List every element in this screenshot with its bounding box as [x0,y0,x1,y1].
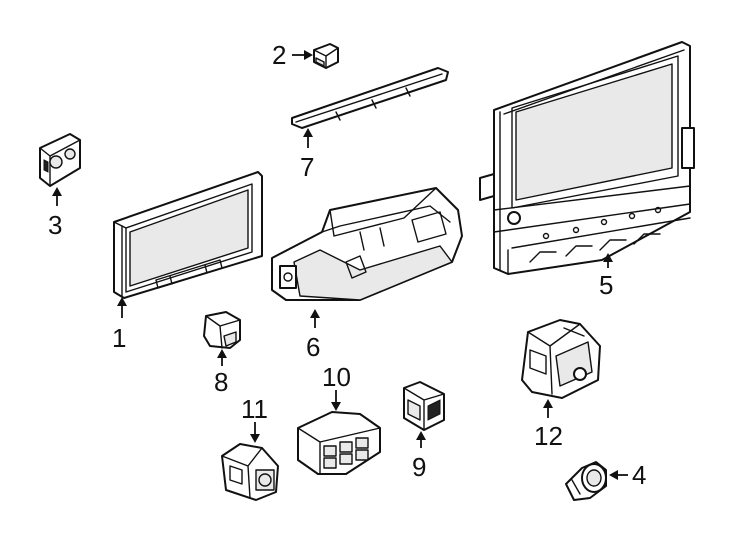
part-9-switch[interactable] [403,381,445,431]
callout-11: 11 [241,394,268,443]
part-4-knob[interactable] [565,461,607,501]
part-3-bracket[interactable] [39,133,81,187]
part-7-trim-strip[interactable] [291,67,449,129]
callout-3-label: 3 [48,210,62,240]
callout-9-label: 9 [412,452,426,482]
part-6-housing[interactable] [271,187,463,301]
callout-12: 12 [534,399,563,451]
callout-8-label: 8 [214,367,228,397]
callout-10: 10 [322,362,351,411]
callout-1-label: 1 [112,323,126,353]
callout-7: 7 [300,128,314,182]
callout-12-label: 12 [534,421,563,451]
part-10-switch-panel[interactable] [297,411,381,475]
part-2-clip[interactable] [313,43,339,69]
part-1-display-panel[interactable] [113,171,263,299]
callout-5-label: 5 [599,270,613,300]
callout-2: 2 [272,40,313,70]
callout-3: 3 [48,187,62,240]
part-12-control-module[interactable] [521,319,601,399]
part-5-head-unit[interactable] [479,41,695,275]
callout-8: 8 [214,349,228,397]
callout-4: 4 [609,460,646,490]
callout-11-label: 11 [241,394,268,424]
callout-10-label: 10 [322,362,351,392]
callout-1: 1 [112,297,127,353]
part-8-clip[interactable] [203,311,241,349]
callout-7-label: 7 [300,152,314,182]
callout-6-label: 6 [306,332,320,362]
part-11-switch[interactable] [221,443,279,501]
callout-9: 9 [412,431,426,482]
callout-2-label: 2 [272,40,286,70]
callout-6: 6 [306,309,320,362]
callout-4-label: 4 [632,460,646,490]
callout-5: 5 [599,253,613,300]
